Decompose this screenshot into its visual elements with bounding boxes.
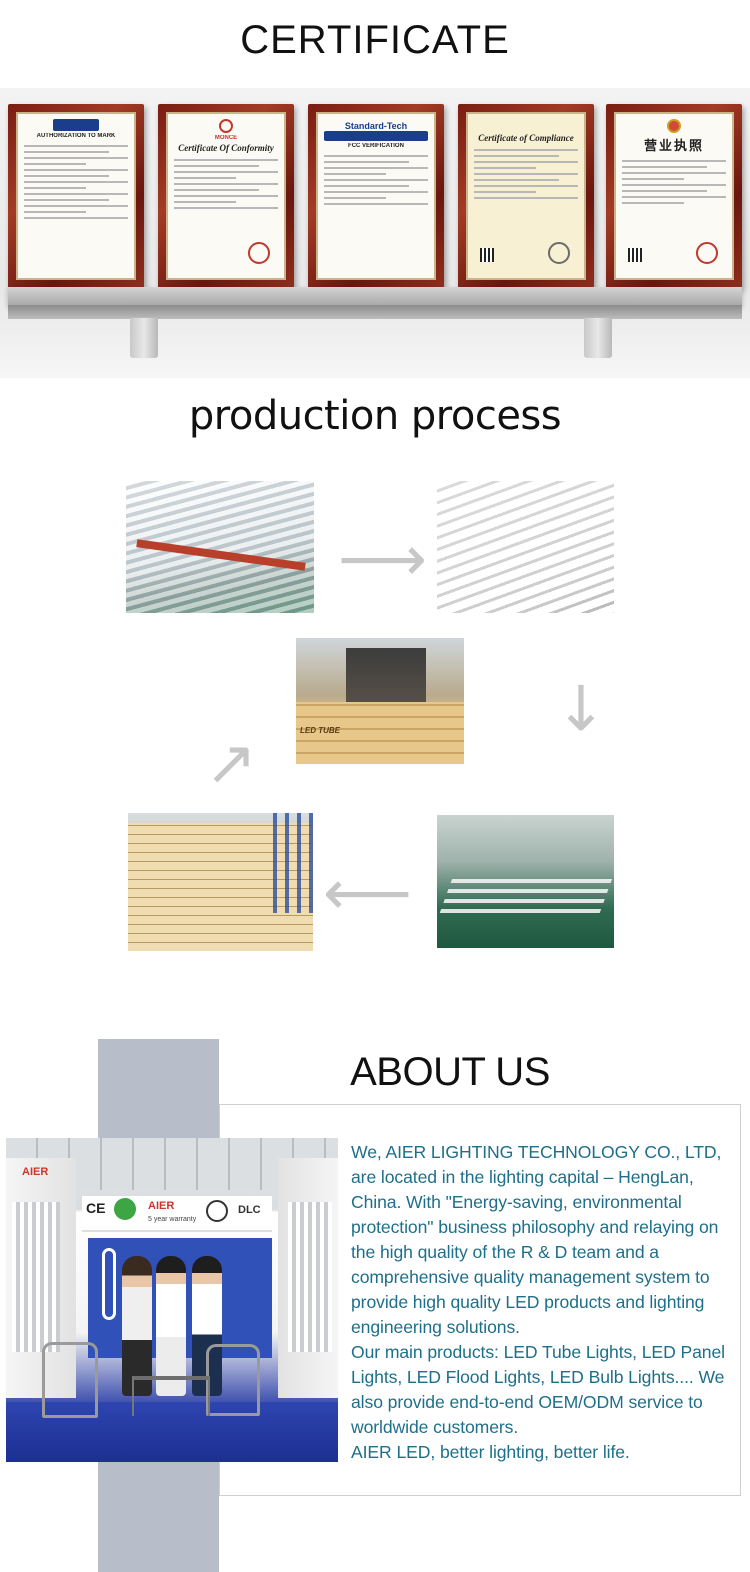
document-text-lines [174, 159, 278, 209]
certificate-heading: FCC VERIFICATION [348, 143, 404, 149]
arrow-right-icon: ⟶ [338, 522, 427, 595]
process-photo-shipping[interactable]: LED TUBE [296, 638, 464, 764]
process-photo-warehouse[interactable] [128, 813, 313, 951]
chair [42, 1342, 98, 1418]
booth-brand: AIER [22, 1166, 49, 1178]
intertek-logo [53, 119, 99, 131]
shelf-bracket-right [584, 318, 612, 358]
shelf-bracket-left [130, 318, 158, 358]
certificate-frame-1[interactable]: AUTHORIZATION TO MARK [8, 104, 144, 288]
national-emblem-icon [667, 119, 681, 133]
certificate-document: AUTHORIZATION TO MARK [16, 112, 136, 280]
certificate-frame-4[interactable]: Certificate of Compliance [458, 104, 594, 288]
arrow-up-right-icon: ↗ [205, 726, 257, 799]
chair [206, 1344, 260, 1416]
arrow-down-icon: ↓ [555, 672, 607, 745]
booth-sign-brand: AIER [148, 1200, 175, 1212]
led-tubes-display [12, 1202, 60, 1352]
certificate-frame-2[interactable]: MONCE Certificate Of Conformity [158, 104, 294, 288]
exhibition-booth-photo[interactable]: AIER CE AIER 5 year warranty DLC [6, 1138, 338, 1462]
process-photo-assembly[interactable] [126, 481, 314, 613]
qr-code-icon [480, 248, 494, 262]
about-text: We, AIER LIGHTING TECHNOLOGY CO., LTD, a… [351, 1140, 739, 1465]
person [122, 1256, 152, 1396]
qr-code-icon [628, 248, 642, 262]
certificate-document: Certificate of Compliance [466, 112, 586, 280]
rohs-icon [114, 1198, 136, 1220]
warranty-text: 5 year warranty [148, 1216, 197, 1223]
etl-icon [206, 1200, 228, 1222]
certificate-heading: Certificate of Compliance [478, 133, 574, 143]
certificate-heading: 营业执照 [643, 139, 704, 154]
about-paragraph-products: Our main products: LED Tube Lights, LED … [351, 1342, 725, 1437]
certificate-heading: AUTHORIZATION TO MARK [36, 133, 116, 139]
u-shape-lamp-icon [102, 1248, 116, 1320]
booth-sign [82, 1196, 272, 1232]
document-text-lines [24, 145, 128, 219]
about-us-title: ABOUT US [350, 1050, 550, 1094]
certificate-document: Standard-Tech FCC VERIFICATION [316, 112, 436, 280]
seal-icon [548, 242, 570, 264]
certificate-org: Standard-Tech [344, 121, 408, 131]
certificate-org: MONCE [214, 135, 238, 141]
certificate-frame-3[interactable]: Standard-Tech FCC VERIFICATION [308, 104, 444, 288]
document-text-lines [474, 149, 578, 199]
person [156, 1256, 186, 1396]
dlc-logo: DLC [238, 1204, 261, 1216]
certificate-document: 营业执照 [614, 112, 734, 280]
table [132, 1376, 210, 1416]
certificate-title: CERTIFICATE [240, 18, 510, 62]
document-banner [324, 131, 428, 141]
about-slogan: AIER LED, better lighting, better life. [351, 1442, 630, 1462]
seal-icon [696, 242, 718, 264]
process-photo-tubes[interactable] [437, 481, 614, 613]
production-process-title: production process [188, 393, 562, 439]
certificate-frame-5[interactable]: 营业执照 [606, 104, 742, 288]
seal-icon [248, 242, 270, 264]
shelf-edge [8, 305, 742, 319]
shelf [8, 287, 742, 305]
certificate-heading: Certificate Of Conformity [178, 143, 274, 153]
box-label: LED TUBE [300, 726, 340, 735]
ce-logo: CE [86, 1200, 106, 1216]
document-text-lines [324, 155, 428, 205]
monce-logo [219, 119, 233, 133]
certificate-document: MONCE Certificate Of Conformity [166, 112, 286, 280]
about-paragraph-intro: We, AIER LIGHTING TECHNOLOGY CO., LTD, a… [351, 1142, 722, 1337]
led-tubes-display [288, 1202, 332, 1352]
document-text-lines [622, 160, 726, 204]
process-photo-testing[interactable] [437, 815, 614, 948]
arrow-left-icon: ⟵ [323, 856, 412, 929]
